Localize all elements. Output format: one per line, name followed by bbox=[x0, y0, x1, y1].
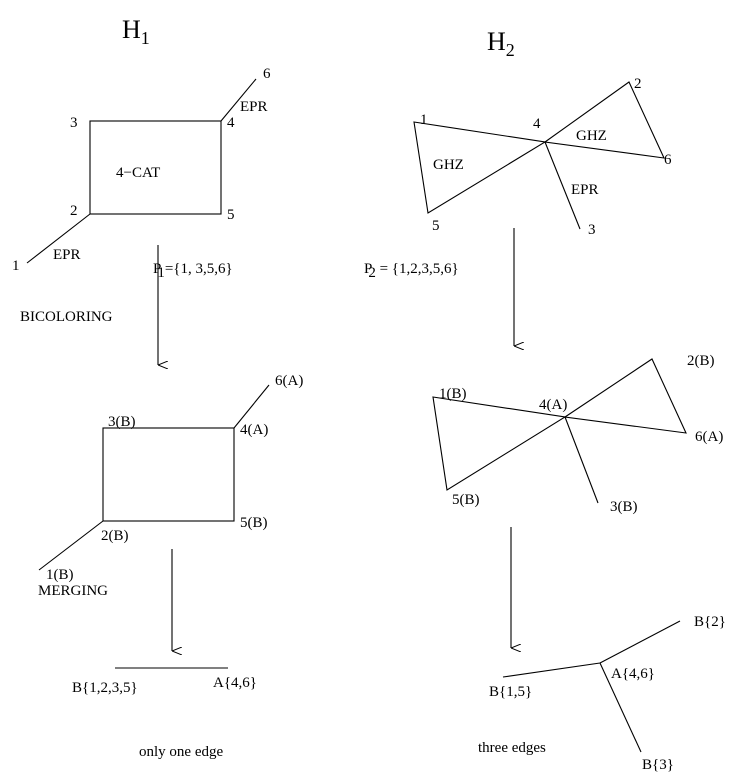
h2-mid-left-hyperedge bbox=[432, 396, 567, 491]
h1-partition: P1={1, 3,5,6} bbox=[153, 261, 233, 281]
h1-vertex-1: 1 bbox=[12, 258, 20, 274]
h2-mid-vertex-1: 1(B) bbox=[439, 386, 467, 402]
h2-mid-edge bbox=[564, 416, 599, 504]
h2-vertex-6: 6 bbox=[664, 152, 672, 168]
h2-epr-edge bbox=[544, 141, 581, 230]
h1-merged-graph: B{1,2,3,5} A{4,6} only one edge bbox=[72, 667, 257, 760]
h2-vertex-2: 2 bbox=[634, 76, 642, 92]
h1-mid-edge-top bbox=[233, 384, 270, 429]
h1-mid-cat-hyperedge bbox=[102, 427, 235, 522]
h2-top-hypergraph: 1 4 2 6 5 3 GHZ GHZ EPR bbox=[413, 76, 672, 238]
h2-ghz-right-label: GHZ bbox=[576, 128, 607, 144]
h1-caption: only one edge bbox=[139, 744, 223, 760]
h2-mid-hypergraph: 1(B) 4(A) 2(B) 6(A) 5(B) 3(B) bbox=[432, 353, 723, 515]
h2-merged-edge-b15 bbox=[502, 662, 601, 678]
h2-mid-right-hyperedge bbox=[563, 358, 687, 434]
h1-top-hypergraph: 3 4 2 5 6 1 4−CAT EPR EPR bbox=[12, 66, 271, 274]
h1-mid-vertex-5: 5(B) bbox=[240, 515, 268, 531]
h2-merged-graph: B{1,5} A{4,6} B{2} B{3} three edges bbox=[478, 614, 726, 773]
h1-merged-b: B{1,2,3,5} bbox=[72, 680, 138, 696]
h2-merged-edge-b3 bbox=[599, 662, 642, 753]
h2-partition: P2 = {1,2,3,5,6} bbox=[364, 261, 459, 281]
h2-ghz-right-hyperedge bbox=[543, 81, 665, 159]
h1-mid-hypergraph: 3(B) 4(A) 2(B) 5(B) 6(A) 1(B) bbox=[38, 373, 303, 583]
h1-epr-label-top: EPR bbox=[240, 99, 268, 115]
h1-cat-hyperedge bbox=[89, 120, 222, 215]
h1-step-merging: MERGING bbox=[38, 583, 108, 599]
h2-merged-b2: B{2} bbox=[694, 614, 726, 630]
h2-epr-label: EPR bbox=[571, 182, 599, 198]
h2-mid-vertex-2: 2(B) bbox=[687, 353, 715, 369]
h2-merged-a46: A{4,6} bbox=[611, 666, 655, 682]
h1-epr-edge-top bbox=[220, 78, 257, 122]
h1-mid-vertex-4: 4(A) bbox=[240, 422, 268, 438]
h2-vertex-3: 3 bbox=[588, 222, 596, 238]
h2-mid-vertex-5: 5(B) bbox=[452, 492, 480, 508]
h2-merged-b3: B{3} bbox=[642, 757, 674, 773]
h2-caption: three edges bbox=[478, 740, 546, 756]
h2-vertex-4: 4 bbox=[533, 116, 541, 132]
h2-vertex-5: 5 bbox=[432, 218, 440, 234]
h2-title: H2 bbox=[487, 27, 515, 60]
h1-merged-a: A{4,6} bbox=[213, 675, 257, 691]
h2-merged-edge-b2 bbox=[599, 620, 681, 664]
h1-title: H1 bbox=[122, 15, 150, 48]
h2-ghz-left-hyperedge bbox=[413, 121, 547, 214]
h2-mid-vertex-4: 4(A) bbox=[539, 397, 567, 413]
h1-epr-label-bottom: EPR bbox=[53, 247, 81, 263]
h1-cat-label: 4−CAT bbox=[116, 165, 160, 181]
h1-panel: H1 3 4 2 5 6 1 4−CAT EPR EPR P1={1, 3,5,… bbox=[12, 15, 303, 760]
h1-vertex-4: 4 bbox=[227, 115, 235, 131]
h2-vertex-1: 1 bbox=[420, 112, 428, 128]
h1-mid-edge-bottom bbox=[38, 520, 104, 571]
h1-mid-vertex-1: 1(B) bbox=[46, 567, 74, 583]
h1-mid-vertex-3: 3(B) bbox=[108, 414, 136, 430]
h2-mid-vertex-6: 6(A) bbox=[695, 429, 723, 445]
h1-vertex-6: 6 bbox=[263, 66, 271, 82]
h1-vertex-5: 5 bbox=[227, 207, 235, 223]
h1-mid-vertex-2: 2(B) bbox=[101, 528, 129, 544]
h1-vertex-3: 3 bbox=[70, 115, 78, 131]
h1-vertex-2: 2 bbox=[70, 203, 78, 219]
h2-panel: H2 1 4 2 6 5 3 GHZ GHZ EPR P2 = {1,2,3,5… bbox=[364, 27, 726, 773]
h1-epr-edge-bottom bbox=[26, 213, 91, 264]
h2-merged-b15: B{1,5} bbox=[489, 684, 532, 700]
h1-mid-vertex-6: 6(A) bbox=[275, 373, 303, 389]
h2-ghz-left-label: GHZ bbox=[433, 157, 464, 173]
h1-step-bicoloring: BICOLORING bbox=[20, 309, 113, 325]
h2-mid-vertex-3: 3(B) bbox=[610, 499, 638, 515]
